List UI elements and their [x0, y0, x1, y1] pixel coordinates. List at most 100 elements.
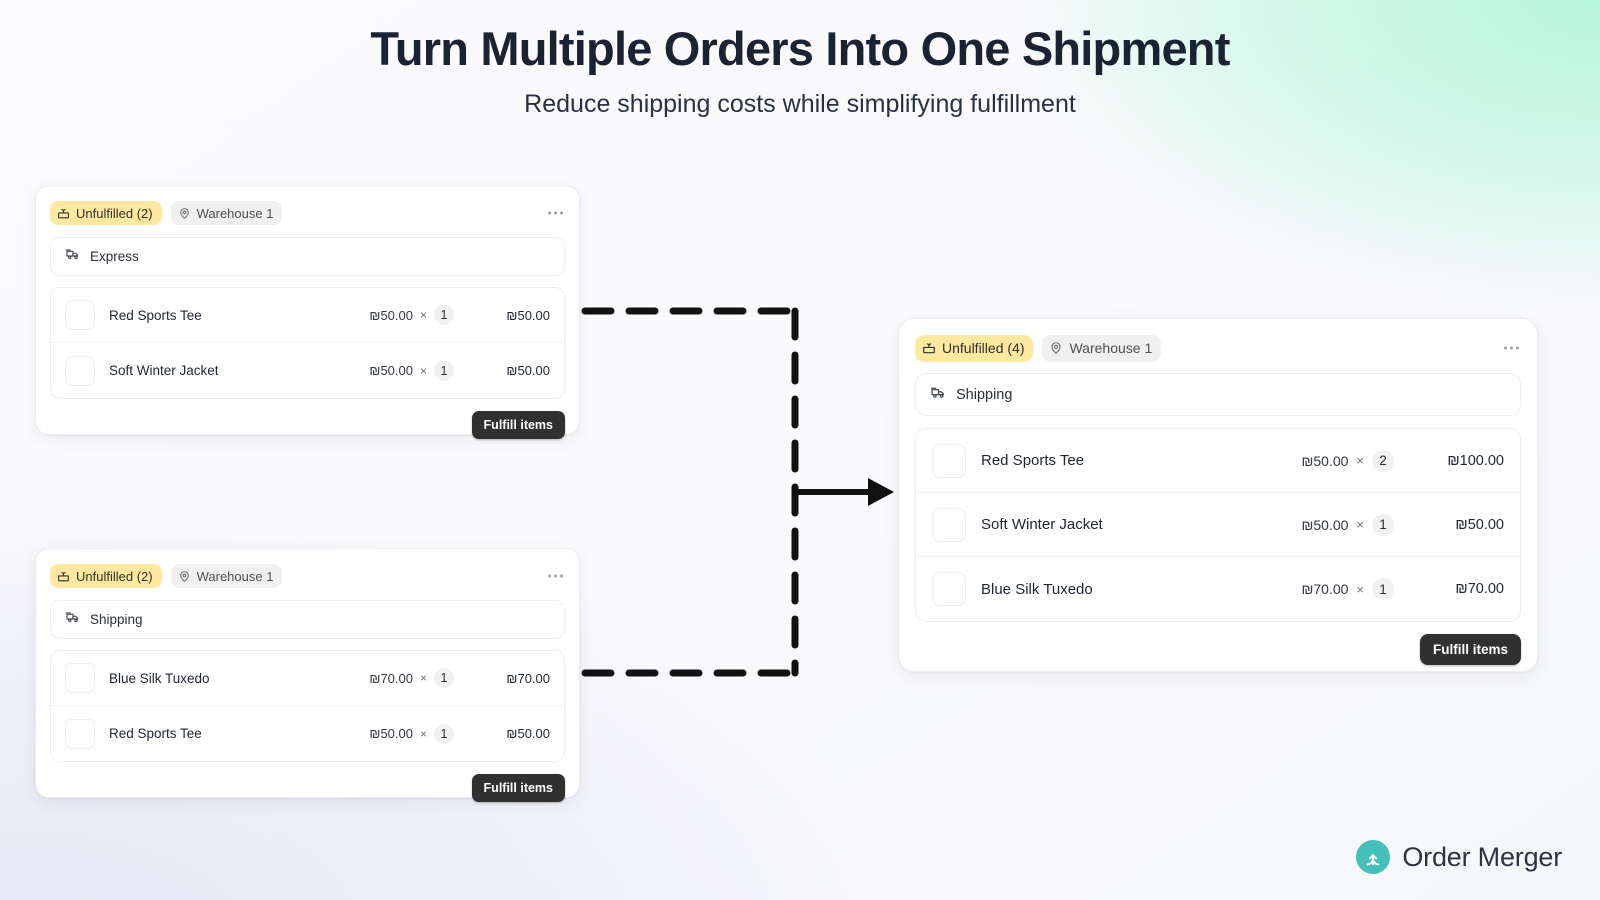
unit-price-group: ₪50.00 × 2 — [1301, 449, 1394, 472]
delivery-truck-icon — [65, 609, 81, 630]
unit-price-group: ₪50.00 × 1 — [369, 723, 454, 744]
status-badge[interactable]: Unfulfilled (4) — [915, 334, 1034, 362]
table-row[interactable]: Blue Silk Tuxedo ₪70.00 × 1 ₪70.00 — [51, 651, 564, 706]
product-thumbnail — [932, 572, 966, 606]
line-total: ₪50.00 — [506, 307, 550, 323]
location-pin-icon — [178, 570, 191, 583]
quantity-pill: 1 — [434, 305, 454, 325]
location-badge[interactable]: Warehouse 1 — [170, 201, 283, 225]
quantity-pill: 2 — [1372, 449, 1394, 472]
quantity-pill: 1 — [1372, 513, 1394, 536]
unit-price: ₪50.00 — [369, 363, 413, 378]
table-row[interactable]: Blue Silk Tuxedo ₪70.00 × 1 ₪70.00 — [916, 557, 1520, 621]
line-total: ₪70.00 — [506, 670, 550, 686]
product-thumbnail — [65, 355, 95, 386]
shipping-method-strip: Express — [50, 237, 565, 276]
shipping-method-label: Shipping — [956, 386, 1013, 403]
product-name: Blue Silk Tuxedo — [109, 670, 210, 686]
connector-arrow-head — [868, 478, 894, 506]
unit-price-group: ₪50.00 × 1 — [369, 305, 454, 325]
more-options-icon[interactable] — [1502, 343, 1521, 354]
line-items-table: Blue Silk Tuxedo ₪70.00 × 1 ₪70.00 Red S… — [50, 650, 565, 762]
multiply-sign: × — [419, 726, 427, 741]
table-row[interactable]: Red Sports Tee ₪50.00 × 1 ₪50.00 — [51, 706, 564, 761]
quantity-pill: 1 — [434, 723, 454, 744]
multiply-sign: × — [419, 671, 427, 685]
product-thumbnail — [65, 663, 95, 693]
unit-price: ₪50.00 — [1301, 452, 1349, 469]
delivery-truck-icon — [65, 246, 81, 267]
package-icon — [57, 570, 70, 583]
delivery-truck-icon — [930, 384, 947, 406]
unit-price-group: ₪70.00 × 1 — [369, 668, 454, 688]
line-total: ₪50.00 — [1455, 516, 1504, 533]
line-items-table: Red Sports Tee ₪50.00 × 2 ₪100.00 Soft W… — [915, 428, 1521, 622]
shipping-method-label: Shipping — [90, 612, 143, 627]
product-thumbnail — [932, 443, 966, 478]
fulfill-items-button[interactable]: Fulfill items — [471, 774, 565, 802]
unit-price-group: ₪50.00 × 1 — [1301, 513, 1394, 536]
unit-price: ₪70.00 — [369, 670, 413, 686]
order-card-source-1: Unfulfilled (2) Warehouse 1 Express Red … — [35, 185, 580, 439]
location-badge[interactable]: Warehouse 1 — [170, 564, 283, 588]
product-thumbnail — [65, 300, 95, 330]
page-subtitle: Reduce shipping costs while simplifying … — [524, 90, 1076, 119]
table-row[interactable]: Soft Winter Jacket ₪50.00 × 1 ₪50.00 — [51, 343, 564, 398]
card-badge-row: Unfulfilled (4) Warehouse 1 — [915, 334, 1521, 362]
package-icon — [922, 341, 936, 355]
brand-name: Order Merger — [1402, 841, 1562, 872]
multiply-sign: × — [1356, 453, 1364, 468]
card-footer: Fulfill items — [50, 762, 565, 802]
shipping-method-strip: Shipping — [915, 373, 1521, 416]
unit-price: ₪50.00 — [369, 307, 413, 323]
location-badge[interactable]: Warehouse 1 — [1042, 334, 1162, 362]
line-total: ₪100.00 — [1447, 452, 1504, 469]
line-total: ₪50.00 — [506, 363, 550, 378]
multiply-sign: × — [419, 363, 427, 378]
multiply-sign: × — [1356, 581, 1364, 597]
more-options-icon[interactable] — [546, 208, 565, 219]
fulfill-items-button[interactable]: Fulfill items — [1419, 634, 1521, 665]
product-name: Red Sports Tee — [109, 726, 202, 741]
status-badge[interactable]: Unfulfilled (2) — [50, 201, 162, 225]
quantity-pill: 1 — [434, 668, 454, 688]
card-badge-row: Unfulfilled (2) Warehouse 1 — [50, 200, 565, 226]
unit-price: ₪50.00 — [369, 726, 413, 741]
product-name: Red Sports Tee — [981, 452, 1085, 469]
line-items-table: Red Sports Tee ₪50.00 × 1 ₪50.00 Soft Wi… — [50, 287, 565, 399]
quantity-pill: 1 — [1372, 578, 1394, 600]
card-footer: Fulfill items — [50, 399, 565, 439]
quantity-pill: 1 — [434, 360, 454, 381]
unit-price-group: ₪50.00 × 1 — [369, 360, 454, 381]
line-total: ₪70.00 — [1455, 581, 1504, 597]
package-icon — [57, 207, 70, 220]
card-footer: Fulfill items — [915, 622, 1521, 665]
status-badge-label: Unfulfilled (2) — [76, 205, 153, 221]
unit-price: ₪70.00 — [1301, 581, 1349, 597]
product-name: Blue Silk Tuxedo — [981, 580, 1093, 598]
table-row[interactable]: Red Sports Tee ₪50.00 × 1 ₪50.00 — [51, 288, 564, 343]
location-pin-icon — [178, 207, 191, 220]
product-name: Soft Winter Jacket — [109, 363, 219, 378]
brand-lockup: Order Merger — [1356, 840, 1562, 874]
multiply-sign: × — [1356, 517, 1364, 532]
status-badge[interactable]: Unfulfilled (2) — [50, 564, 162, 588]
card-badge-row: Unfulfilled (2) Warehouse 1 — [50, 563, 565, 589]
shipping-method-strip: Shipping — [50, 600, 565, 639]
location-badge-label: Warehouse 1 — [1069, 340, 1153, 356]
status-badge-label: Unfulfilled (2) — [76, 568, 153, 584]
shipping-method-label: Express — [90, 249, 139, 264]
unit-price: ₪50.00 — [1301, 516, 1349, 533]
page-header: Turn Multiple Orders Into One Shipment R… — [0, 0, 1600, 119]
fulfill-items-button[interactable]: Fulfill items — [471, 411, 565, 439]
status-badge-label: Unfulfilled (4) — [942, 340, 1025, 356]
multiply-sign: × — [419, 308, 427, 322]
product-name: Red Sports Tee — [109, 307, 202, 323]
table-row[interactable]: Red Sports Tee ₪50.00 × 2 ₪100.00 — [916, 429, 1520, 493]
location-badge-label: Warehouse 1 — [196, 568, 274, 584]
order-card-source-2: Unfulfilled (2) Warehouse 1 Shipping Blu… — [35, 548, 580, 802]
page-title: Turn Multiple Orders Into One Shipment — [370, 22, 1230, 75]
table-row[interactable]: Soft Winter Jacket ₪50.00 × 1 ₪50.00 — [916, 493, 1520, 557]
product-name: Soft Winter Jacket — [981, 516, 1103, 533]
more-options-icon[interactable] — [546, 571, 565, 582]
